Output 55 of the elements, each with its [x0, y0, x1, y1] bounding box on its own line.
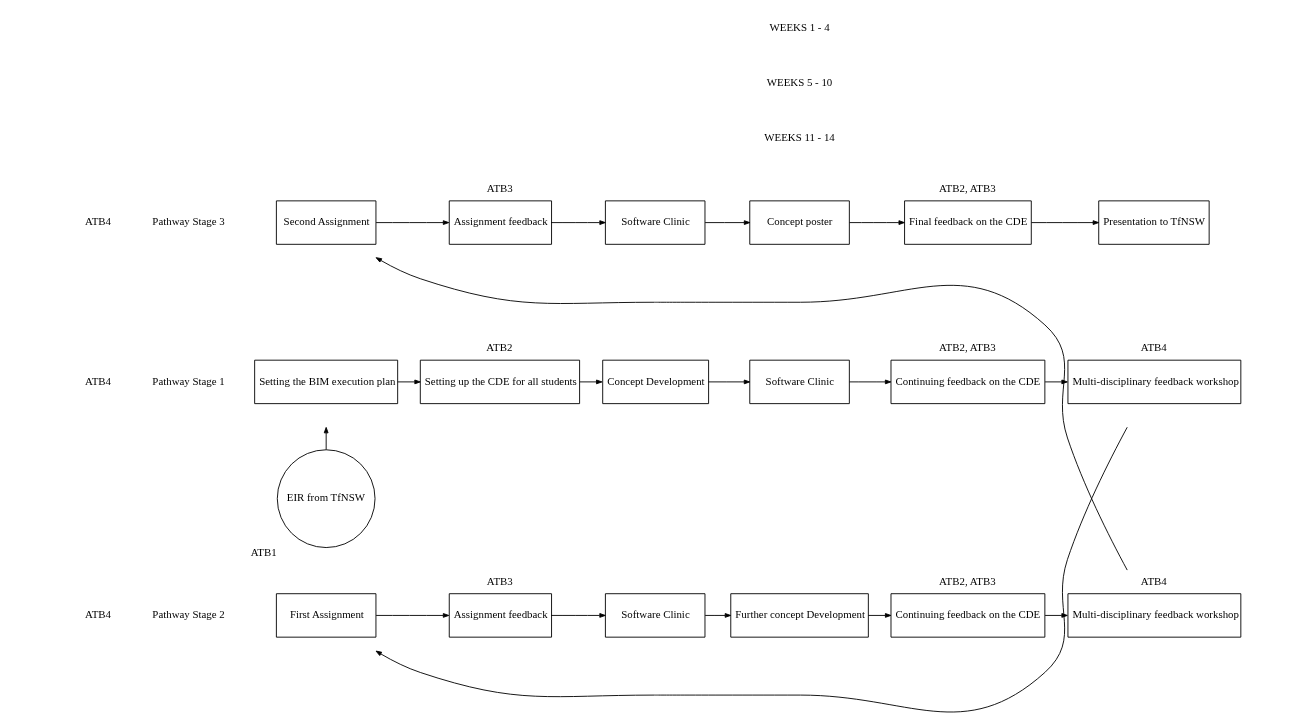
- node-box: Presentation to TfNSW: [1098, 200, 1210, 245]
- label: ATB4: [85, 608, 112, 621]
- node-label: ATB2, ATB3: [938, 574, 996, 587]
- arrow: [704, 613, 732, 618]
- node-box: Continuing feedback on the CDE: [890, 359, 1046, 405]
- arrow: [579, 379, 603, 385]
- node-box: Setting the BIM execution plan: [254, 359, 399, 405]
- node-label: ATB4: [1140, 341, 1167, 354]
- node-box: Further concept Development: [730, 593, 869, 638]
- node-label: ATB2: [486, 341, 513, 354]
- node-label: ATB2, ATB3: [938, 341, 996, 354]
- node-label: ATB1: [250, 546, 277, 559]
- node-box: Assignment feedback: [448, 593, 552, 638]
- arrow: [704, 220, 751, 225]
- node-box: Multi-disciplinary feedback workshop: [1067, 359, 1242, 405]
- label: Pathway Stage 2: [152, 608, 225, 621]
- node-box: Second Assignment: [275, 200, 377, 245]
- label: ATB4: [85, 215, 112, 228]
- label: Pathway Stage 3: [152, 215, 225, 228]
- arrow: [1031, 220, 1100, 225]
- node-label: ATB3: [486, 181, 513, 194]
- arrow: [375, 257, 1128, 571]
- arrow: [1044, 379, 1068, 385]
- arrow: [849, 379, 892, 385]
- node-circle: EIR from TfNSW: [276, 449, 376, 548]
- arrow: [849, 220, 905, 225]
- arrow: [397, 379, 421, 385]
- node-box: Continuing feedback on the CDE: [890, 593, 1046, 638]
- node-box: Concept poster: [749, 200, 850, 245]
- node-box: Multi-disciplinary feedback workshop: [1067, 593, 1242, 638]
- label: Pathway Stage 1: [152, 374, 225, 387]
- arrow: [1044, 613, 1068, 618]
- arrow: [375, 613, 450, 618]
- label: WEEKS 1 - 4: [769, 20, 830, 33]
- arrow: [323, 426, 329, 451]
- arrow: [550, 613, 606, 618]
- node-box: Assignment feedback: [448, 200, 552, 245]
- node-label: ATB3: [486, 574, 513, 587]
- label: ATB4: [85, 374, 112, 387]
- node-box: Final feedback on the CDE: [904, 200, 1032, 245]
- node-box: Software Clinic: [604, 593, 706, 638]
- node-box: Software Clinic: [604, 200, 706, 245]
- node-label: ATB4: [1140, 574, 1167, 587]
- node-box: Concept Development: [602, 359, 710, 405]
- node-box: First Assignment: [275, 593, 377, 638]
- node-label: ATB2, ATB3: [938, 181, 996, 194]
- arrow: [375, 426, 1128, 713]
- arrow: [868, 613, 892, 618]
- label: WEEKS 5 - 10: [766, 76, 833, 89]
- arrow: [707, 379, 751, 385]
- arrow: [375, 220, 450, 225]
- node-box: Setting up the CDE for all students: [419, 359, 581, 405]
- label: WEEKS 11 - 14: [764, 131, 835, 144]
- arrow: [550, 220, 606, 225]
- node-box: Software Clinic: [749, 359, 850, 405]
